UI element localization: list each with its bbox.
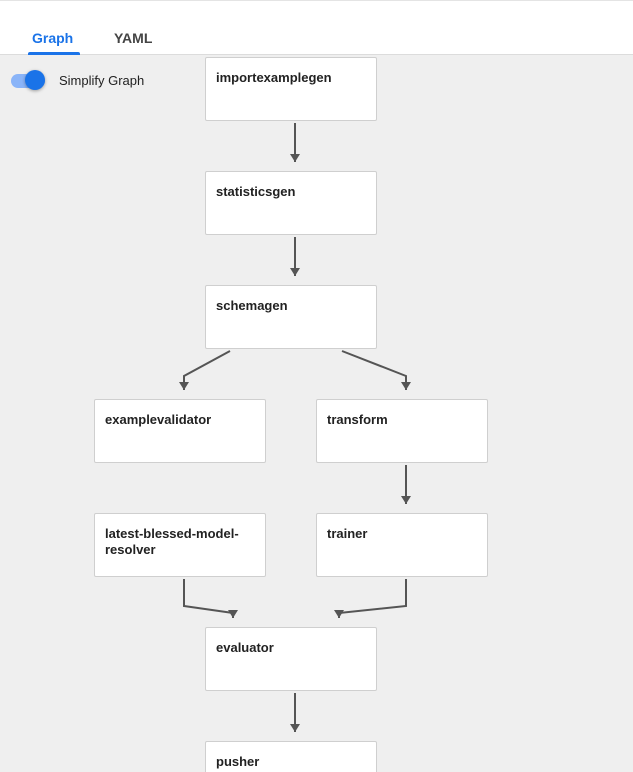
edge-schemagen-examplevalidator [179,350,231,390]
node-importexamplegen[interactable]: importexamplegen [205,57,377,121]
node-transform[interactable]: transform [316,399,488,463]
edge-resolver-evaluator [183,579,238,618]
node-evaluator[interactable]: evaluator [205,627,377,691]
tab-graph[interactable]: Graph [32,30,74,46]
edge-trainer-evaluator [334,579,407,618]
active-tab-indicator [28,52,80,55]
node-trainer[interactable]: trainer [316,513,488,577]
tab-yaml[interactable]: YAML [114,30,153,46]
node-latest-blessed-model-resolver[interactable]: latest-blessed-model-resolver [94,513,266,577]
toggle-thumb [25,70,45,90]
node-pusher[interactable]: pusher [205,741,377,772]
node-statisticsgen[interactable]: statisticsgen [205,171,377,235]
simplify-graph-label: Simplify Graph [59,73,145,88]
node-schemagen[interactable]: schemagen [205,285,377,349]
edge-schemagen-transform [341,350,411,390]
tab-bar: Graph YAML [0,0,633,55]
node-examplevalidator[interactable]: examplevalidator [94,399,266,463]
simplify-graph-toggle[interactable] [11,70,47,90]
